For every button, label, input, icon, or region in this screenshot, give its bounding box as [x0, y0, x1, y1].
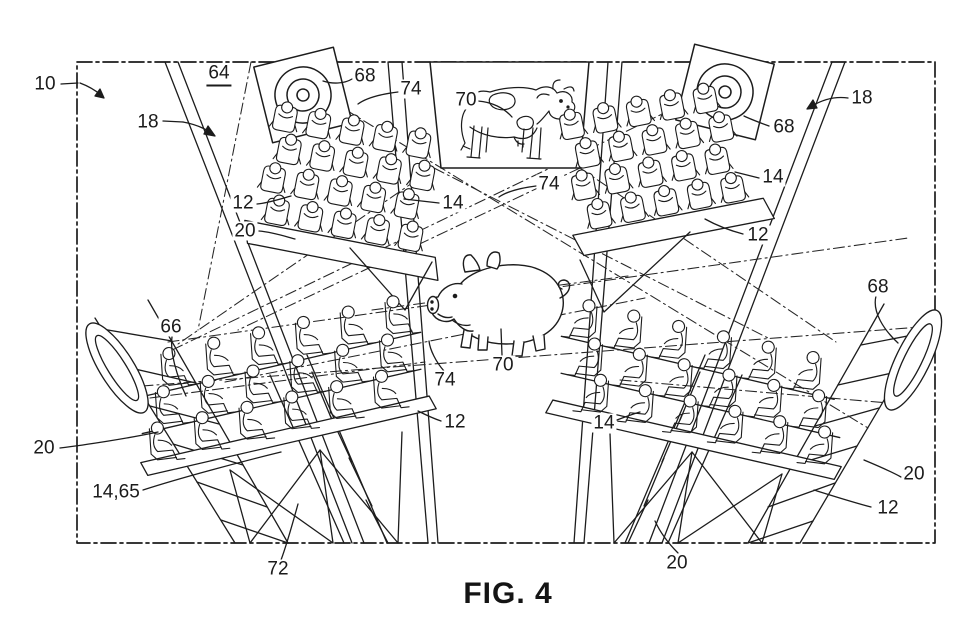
side-speaker-right: [883, 309, 943, 411]
ref-label-20: 20: [901, 463, 927, 485]
ref-label-74: 74: [536, 173, 562, 195]
pig-icon: [426, 251, 571, 357]
ref-label-74: 74: [398, 78, 424, 100]
ref-label-18: 18: [135, 111, 161, 133]
ref-label-12: 12: [230, 192, 256, 214]
seat-bank-lower-left: [140, 290, 437, 477]
ref-label-10: 10: [32, 73, 58, 95]
boundary-frame: [76, 61, 936, 544]
ref-label-64: 64: [206, 63, 232, 87]
ref-label-68: 68: [771, 116, 797, 138]
ref-label-70: 70: [490, 354, 516, 376]
seat-bank-upper-right: [554, 79, 776, 257]
side-speaker-left: [85, 322, 149, 414]
ref-label-20: 20: [232, 220, 258, 242]
ref-label-20: 20: [664, 552, 690, 574]
seat-bank-upper-left: [244, 98, 440, 281]
lower-right-truss: [609, 433, 783, 544]
ref-label-74: 74: [432, 369, 458, 391]
upper-right-brace: [579, 231, 691, 313]
ref-label-72: 72: [265, 558, 291, 580]
ref-label-14: 14: [760, 166, 786, 188]
ref-label-12: 12: [875, 497, 901, 519]
ref-label-14,65: 14,65: [90, 481, 142, 503]
ref-label-12: 12: [745, 224, 771, 246]
lower-left-truss: [229, 431, 403, 544]
seat-bank-lower-right: [545, 294, 842, 481]
ref-label-12: 12: [442, 411, 468, 433]
ref-label-66: 66: [158, 316, 184, 338]
ref-label-14: 14: [591, 412, 617, 434]
ref-label-18: 18: [849, 87, 875, 109]
ref-label-68: 68: [865, 276, 891, 298]
ref-label-68: 68: [352, 65, 378, 87]
ref-label-14: 14: [440, 192, 466, 214]
ref-label-20: 20: [31, 437, 57, 459]
ref-label-70: 70: [453, 89, 479, 111]
leader-lines: [59, 78, 902, 561]
figure-caption: FIG. 4: [463, 577, 553, 611]
